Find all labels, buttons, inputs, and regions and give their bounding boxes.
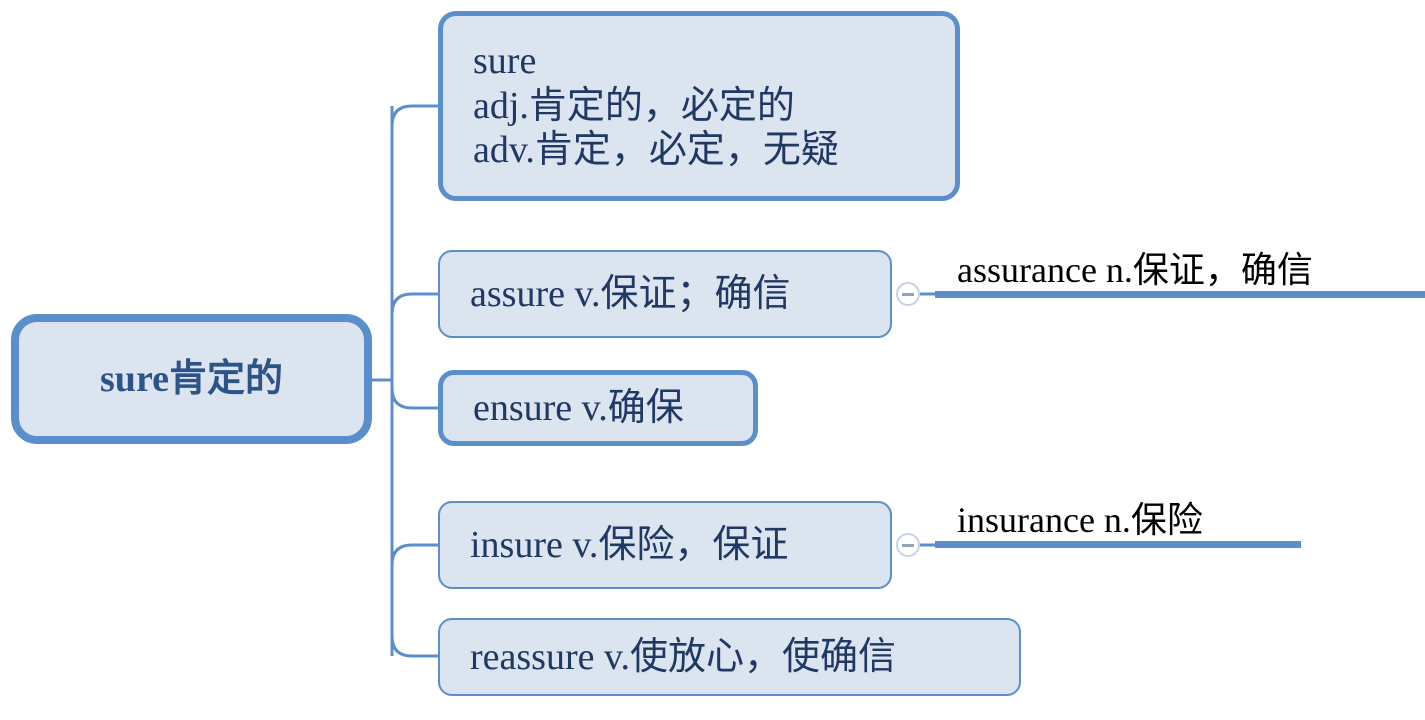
root-node[interactable]: sure肯定的 [11,314,372,444]
branch-node-assure[interactable]: assure v.保证；确信 [438,250,892,338]
branch-node-ensure-label: ensure v.确保 [473,386,684,429]
branch-node-reassure[interactable]: reassure v.使放心，使确信 [438,618,1021,696]
side-label-insurance[interactable]: insurance n.保险 [935,490,1301,548]
collapse-toggle-assure[interactable] [896,282,920,306]
branch-node-ensure[interactable]: ensure v.确保 [438,370,758,446]
root-node-label: sure肯定的 [100,357,283,400]
branch-node-assure-label: assure v.保证；确信 [470,272,791,315]
side-label-assurance-underline [935,291,1425,298]
minus-icon [902,544,914,547]
minus-icon [902,293,914,296]
branch-node-reassure-label: reassure v.使放心，使确信 [470,635,897,678]
side-label-insurance-underline [935,541,1301,548]
branch-node-sure[interactable]: sure adj.肯定的，必定的 adv.肯定，必定，无疑 [438,11,960,201]
branch-node-insure-label: insure v.保险，保证 [470,523,789,566]
side-label-assurance[interactable]: assurance n.保证，确信 [935,240,1425,298]
collapse-toggle-insure[interactable] [896,533,920,557]
branch-node-insure[interactable]: insure v.保险，保证 [438,501,892,589]
branch-node-sure-label: sure adj.肯定的，必定的 adv.肯定，必定，无疑 [473,39,839,172]
side-label-insurance-text: insurance n.保险 [957,500,1203,540]
side-label-assurance-text: assurance n.保证，确信 [957,250,1313,290]
